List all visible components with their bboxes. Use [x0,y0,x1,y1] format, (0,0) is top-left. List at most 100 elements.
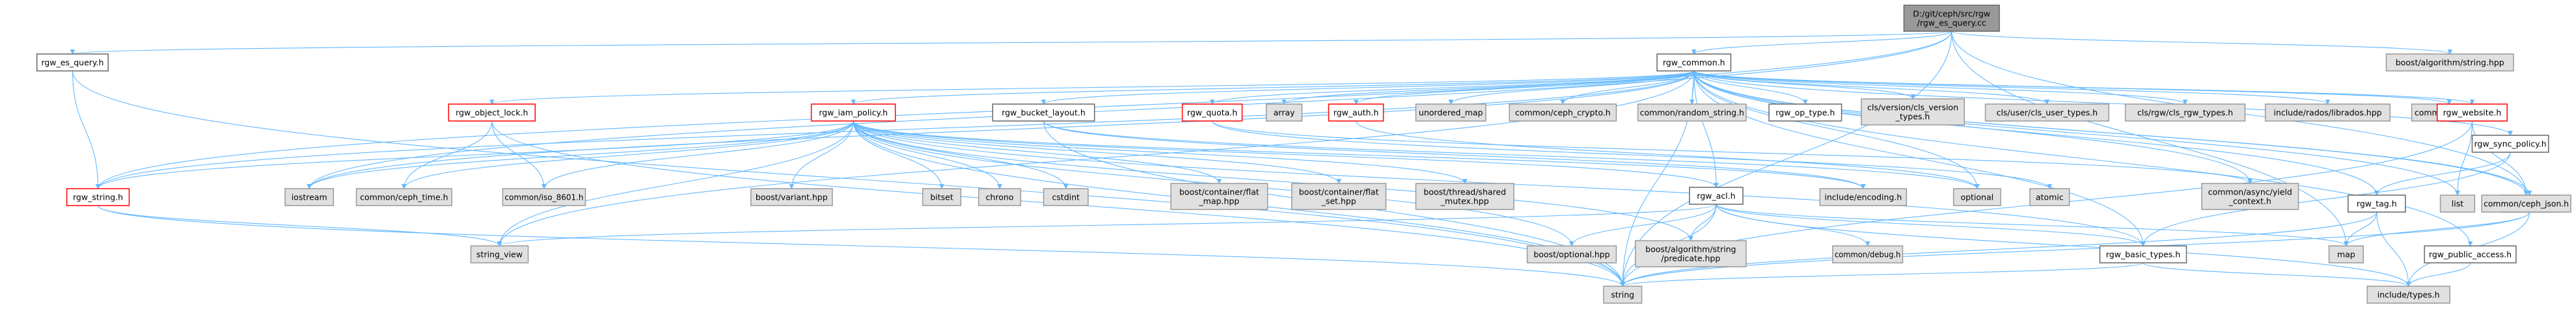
node-chrono[interactable]: chrono [978,188,1022,206]
node-label-variant: boost/variant.hpp [756,193,828,202]
edge-iam-to-bitset [853,120,944,189]
node-box-includetypes [2366,286,2450,304]
edge-cors-to-string [1620,211,2530,287]
edge-acl-to-includetypes [1716,204,2411,287]
node-layer: D:/git/ceph/src/rgw/rgw_es_query.cc rgw_e… [36,5,2571,304]
node-publicaccess[interactable]: rgw_public_access.h [2424,245,2517,263]
node-objlock[interactable]: rgw_object_lock.h [448,103,536,122]
node-rgwstring[interactable]: rgw_string.h [66,188,130,206]
edge-acl-to-basictypes [1716,204,2146,247]
node-box-flatset [1291,183,1387,210]
node-box-publicaccess [2424,245,2517,263]
node-label-optype: rgw_op_type.h [1775,108,1835,118]
edge-root-to-esq [70,31,1953,55]
node-root[interactable]: D:/git/ceph/src/rgw/rgw_es_query.cc [1903,5,2000,32]
node-cstdint[interactable]: cstdint [1043,188,1089,206]
edge-iam-to-iso8601 [541,120,854,189]
node-label-objlock: rgw_object_lock.h [456,108,528,118]
node-boostoptional[interactable]: boost/optional.hpp [1526,245,1617,263]
node-flatset[interactable]: boost/container/flat_set.hpp [1291,183,1387,210]
node-box-chrono [978,188,1022,206]
node-bitset[interactable]: bitset [922,188,962,206]
node-box-tag [2348,195,2406,213]
node-bstring[interactable]: boost/algorithm/string.hpp [2385,53,2514,72]
node-yield[interactable]: common/async/yield_context.h [2201,183,2299,210]
edge-common-to-array [1281,70,1695,105]
node-box-rgwstring [66,188,130,206]
node-label-iso8601: common/iso_8601.h [504,193,583,202]
node-array[interactable]: array [1265,103,1303,122]
node-optional[interactable]: optional [1953,188,2001,206]
node-box-atomic [2029,188,2070,206]
node-sharedmutex[interactable]: boost/thread/shared_mutex.hpp [1415,183,1514,210]
edge-iam-to-cephtime [402,120,854,189]
node-clsuser[interactable]: cls/user/cls_user_types.h [1984,103,2109,122]
node-stringview[interactable]: string_view [470,245,529,263]
edge-common-to-acl [1693,70,1719,188]
edge-rgwstring-to-stringview [98,205,502,247]
node-box-common [1656,53,1732,72]
node-iam[interactable]: rgw_iam_policy.h [810,103,896,122]
edge-common-to-auth [1353,70,1695,105]
node-label-yield: _context.h [2228,196,2271,206]
edge-objlock-to-iso8601 [491,120,547,189]
node-list[interactable]: list [2439,195,2476,213]
node-quota[interactable]: rgw_quota.h [1181,103,1243,122]
edge-common-to-stringview [497,70,1695,247]
node-atomic[interactable]: atomic [2029,188,2070,206]
node-box-map [2328,245,2364,263]
node-includetypes[interactable]: include/types.h [2366,286,2450,304]
node-iostream[interactable]: iostream [284,188,335,206]
edge-acl-to-predicate [1688,204,1717,241]
node-common[interactable]: rgw_common.h [1656,53,1732,72]
node-acl[interactable]: rgw_acl.h [1689,187,1744,205]
edge-objlock-to-cephtime [402,120,493,189]
node-iso8601[interactable]: common/iso_8601.h [502,188,586,206]
edge-common-to-syncpolicy [1693,70,2513,136]
node-variant[interactable]: boost/variant.hpp [750,188,833,206]
node-clsver[interactable]: cls/version/cls_version_types.h [1861,98,1965,126]
node-syncpolicy[interactable]: rgw_sync_policy.h [2471,135,2549,153]
node-librados[interactable]: include/rados/librados.hpp [2264,103,2391,122]
node-box-predicate [1634,240,1747,267]
node-clsrgw[interactable]: cls/rgw/cls_rgw_types.h [2124,103,2246,122]
node-box-basictypes [2099,245,2187,263]
node-box-crypto [1509,103,1617,122]
node-unordered[interactable]: unordered_map [1415,103,1487,122]
node-box-cephtime [355,188,452,206]
node-box-esq [36,53,109,72]
node-esq[interactable]: rgw_es_query.h [36,53,109,72]
node-label-crypto: common/ceph_crypto.h [1515,108,1611,118]
edge-tag-to-map [2344,211,2377,247]
node-label-esq: rgw_es_query.h [41,58,103,68]
node-box-debug [1832,245,1904,263]
node-basictypes[interactable]: rgw_basic_types.h [2099,245,2187,263]
node-debug[interactable]: common/debug.h [1832,245,1904,263]
node-cephtime[interactable]: common/ceph_time.h [355,188,452,206]
node-crypto[interactable]: common/ceph_crypto.h [1509,103,1617,122]
node-auth[interactable]: rgw_auth.h [1328,103,1384,122]
edge-common-to-rgwstring [95,70,1695,189]
node-cephjson[interactable]: common/ceph_json.h [2481,195,2571,213]
node-label-clsrgw: cls/rgw/cls_rgw_types.h [2137,108,2233,118]
edge-website-to-list [2455,120,2473,196]
node-label-array: array [1274,108,1295,118]
node-label-randstr: common/random_string.h [1640,108,1744,118]
node-flatmap[interactable]: boost/container/flat_map.hpp [1170,183,1268,210]
node-optype[interactable]: rgw_op_type.h [1768,103,1843,122]
node-encoding[interactable]: include/encoding.h [1819,188,1908,206]
node-map[interactable]: map [2328,245,2364,263]
node-randstr[interactable]: common/random_string.h [1637,103,1747,122]
edge-common-to-quota [1209,70,1695,105]
node-label-auth: rgw_auth.h [1334,108,1379,118]
edge-common-to-clsuser [1693,70,2050,105]
node-website[interactable]: rgw_website.h [2436,103,2508,122]
node-box-objlock [448,103,536,122]
node-box-auth [1328,103,1384,122]
node-box-root [1903,5,2000,32]
node-string[interactable]: string [1603,286,1643,304]
node-bucketlayout[interactable]: rgw_bucket_layout.h [992,103,1095,122]
node-predicate[interactable]: boost/algorithm/string/predicate.hpp [1634,240,1747,267]
node-tag[interactable]: rgw_tag.h [2348,195,2406,213]
